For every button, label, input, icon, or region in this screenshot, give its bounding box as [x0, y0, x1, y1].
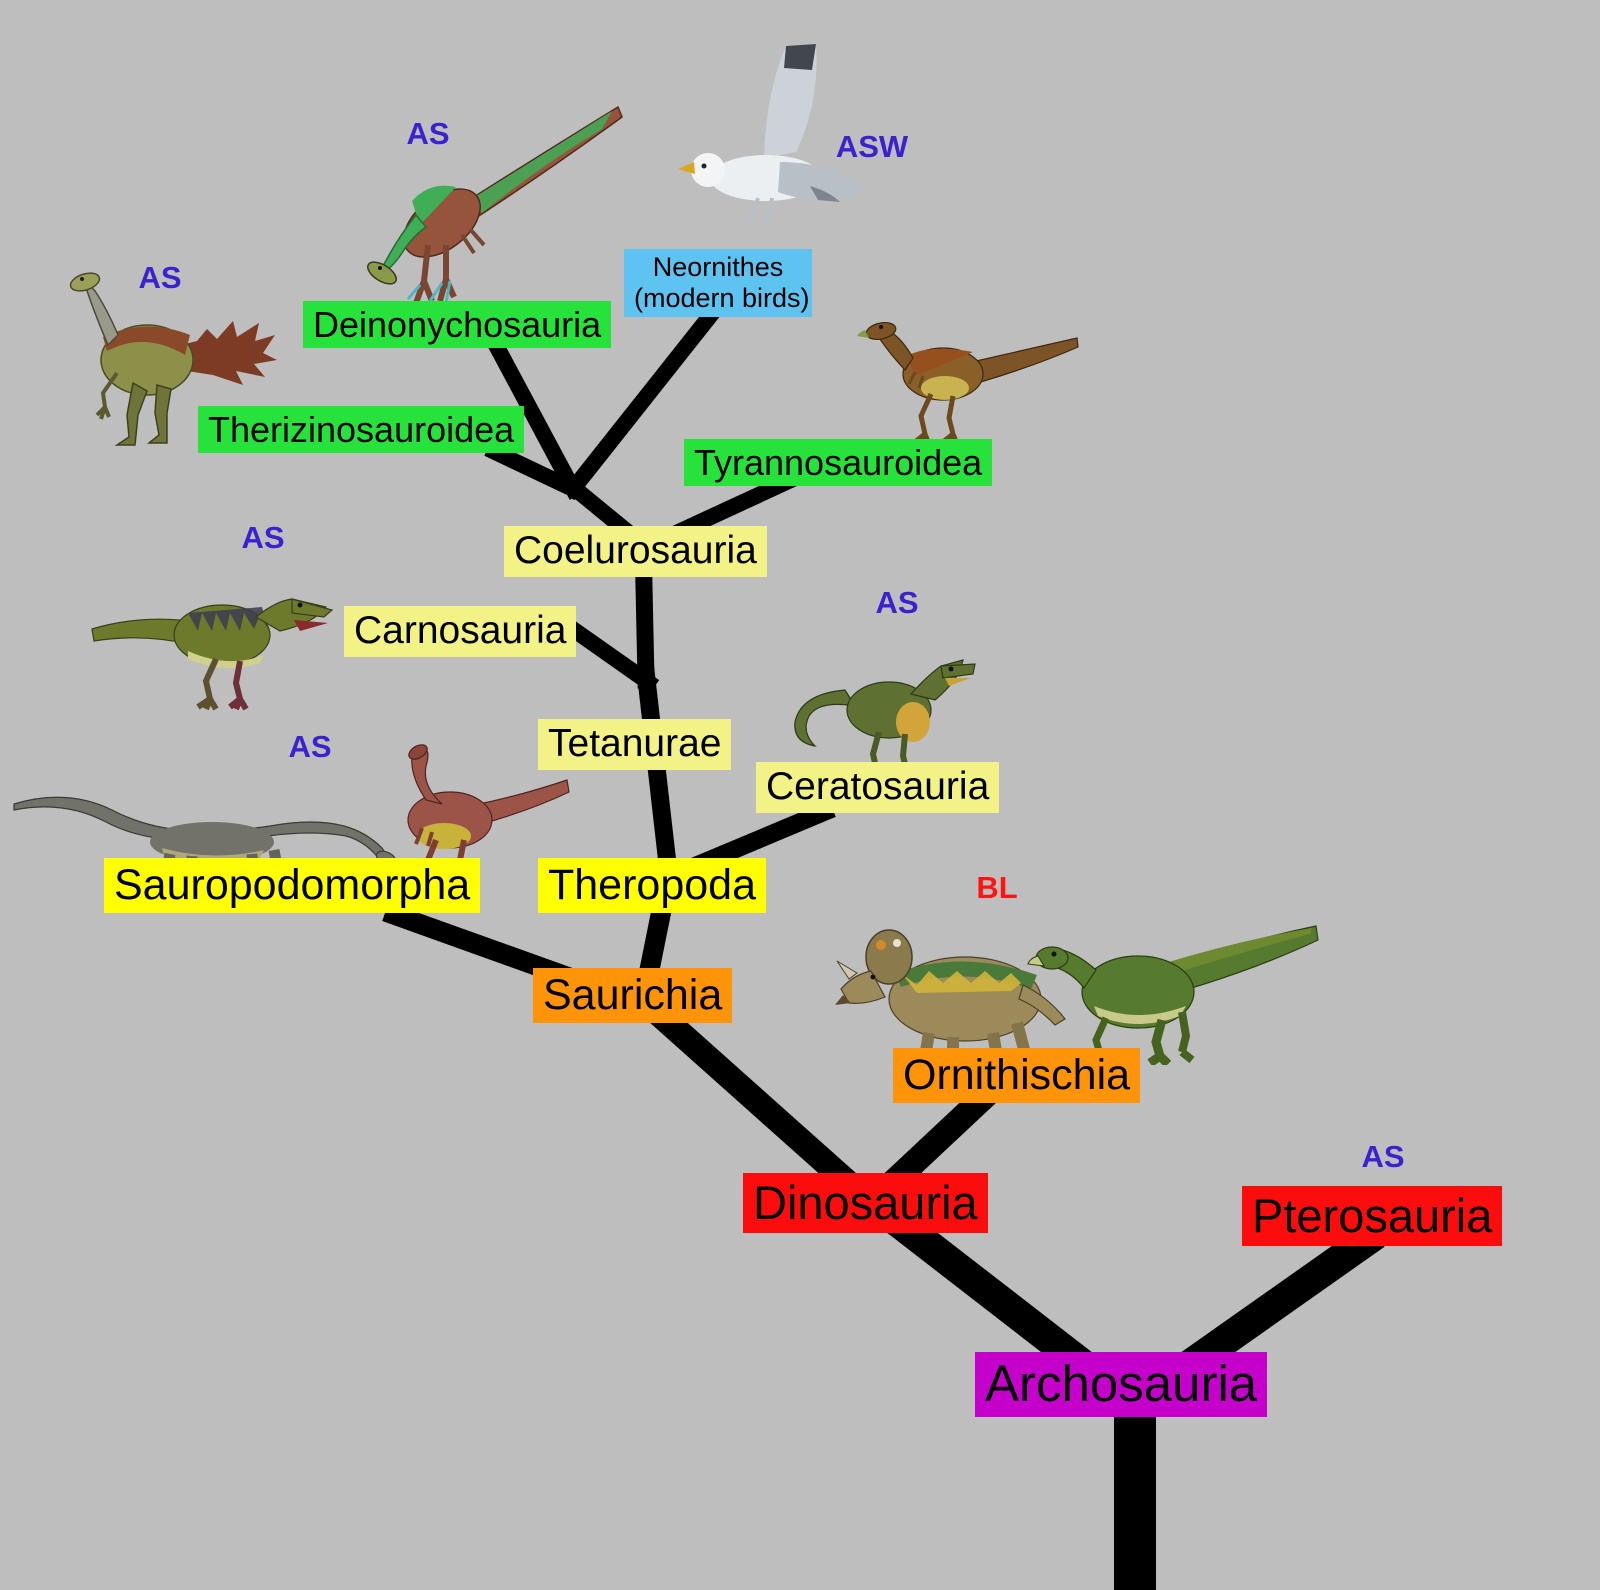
credit-ornithischians: BL	[976, 870, 1018, 905]
branch-deinonychosauria	[486, 336, 584, 500]
label-deinonychosauria: Deinonychosauria	[303, 301, 612, 349]
branch-carnosauria	[565, 620, 660, 694]
label-neornithes-line1: Neornithes	[652, 252, 784, 282]
credit-deinonychosaur: AS	[406, 116, 450, 151]
label-tetanurae: Tetanurae	[538, 719, 732, 770]
tyrannosauroid-illustration	[857, 321, 1079, 446]
label-dinosauria: Dinosauria	[743, 1173, 988, 1234]
label-coelurosauria: Coelurosauria	[504, 526, 767, 577]
branch-saurichia-stem	[623, 980, 891, 1223]
credit-carnosaur: AS	[241, 520, 285, 555]
label-ornithischia: Ornithischia	[893, 1048, 1141, 1104]
credit-seagull: ASW	[835, 129, 909, 164]
label-neornithes-line2: (modern birds)	[634, 283, 810, 314]
label-therizinosauroidea: Therizinosauroidea	[198, 406, 525, 454]
ceratosaur-illustration	[794, 659, 976, 786]
credit-therizinosaur: AS	[138, 260, 182, 295]
label-tyrannosauroidea: Tyrannosauroidea	[684, 439, 993, 487]
iguanodont-illustration	[1027, 925, 1319, 1065]
therizinosaur-illustration	[69, 272, 277, 446]
label-pterosauria: Pterosauria	[1242, 1186, 1503, 1247]
branch-therizinosauroidea	[484, 441, 584, 500]
ceratopsian-illustration	[835, 929, 1066, 1058]
label-sauropodomorpha: Sauropodomorpha	[104, 858, 481, 914]
label-archosauria: Archosauria	[975, 1352, 1268, 1417]
label-ceratosauria: Ceratosauria	[756, 762, 1000, 813]
feathered-deinonychosaur-illustration	[367, 105, 623, 305]
label-saurichia: Saurichia	[533, 968, 733, 1024]
label-neornithes: Neornithes (modern birds)	[624, 249, 812, 318]
credit-ceratosaur: AS	[875, 585, 919, 620]
branch-neornithes	[561, 304, 722, 501]
flying-gull-illustration	[678, 44, 866, 223]
carnosaur-illustration	[91, 598, 334, 711]
credit-pterosaur: AS	[1361, 1139, 1405, 1174]
credit-sauropods: AS	[288, 729, 332, 764]
label-theropoda: Theropoda	[538, 858, 766, 914]
branch-tetanurae-stem	[636, 665, 679, 887]
label-carnosauria: Carnosauria	[344, 606, 577, 657]
